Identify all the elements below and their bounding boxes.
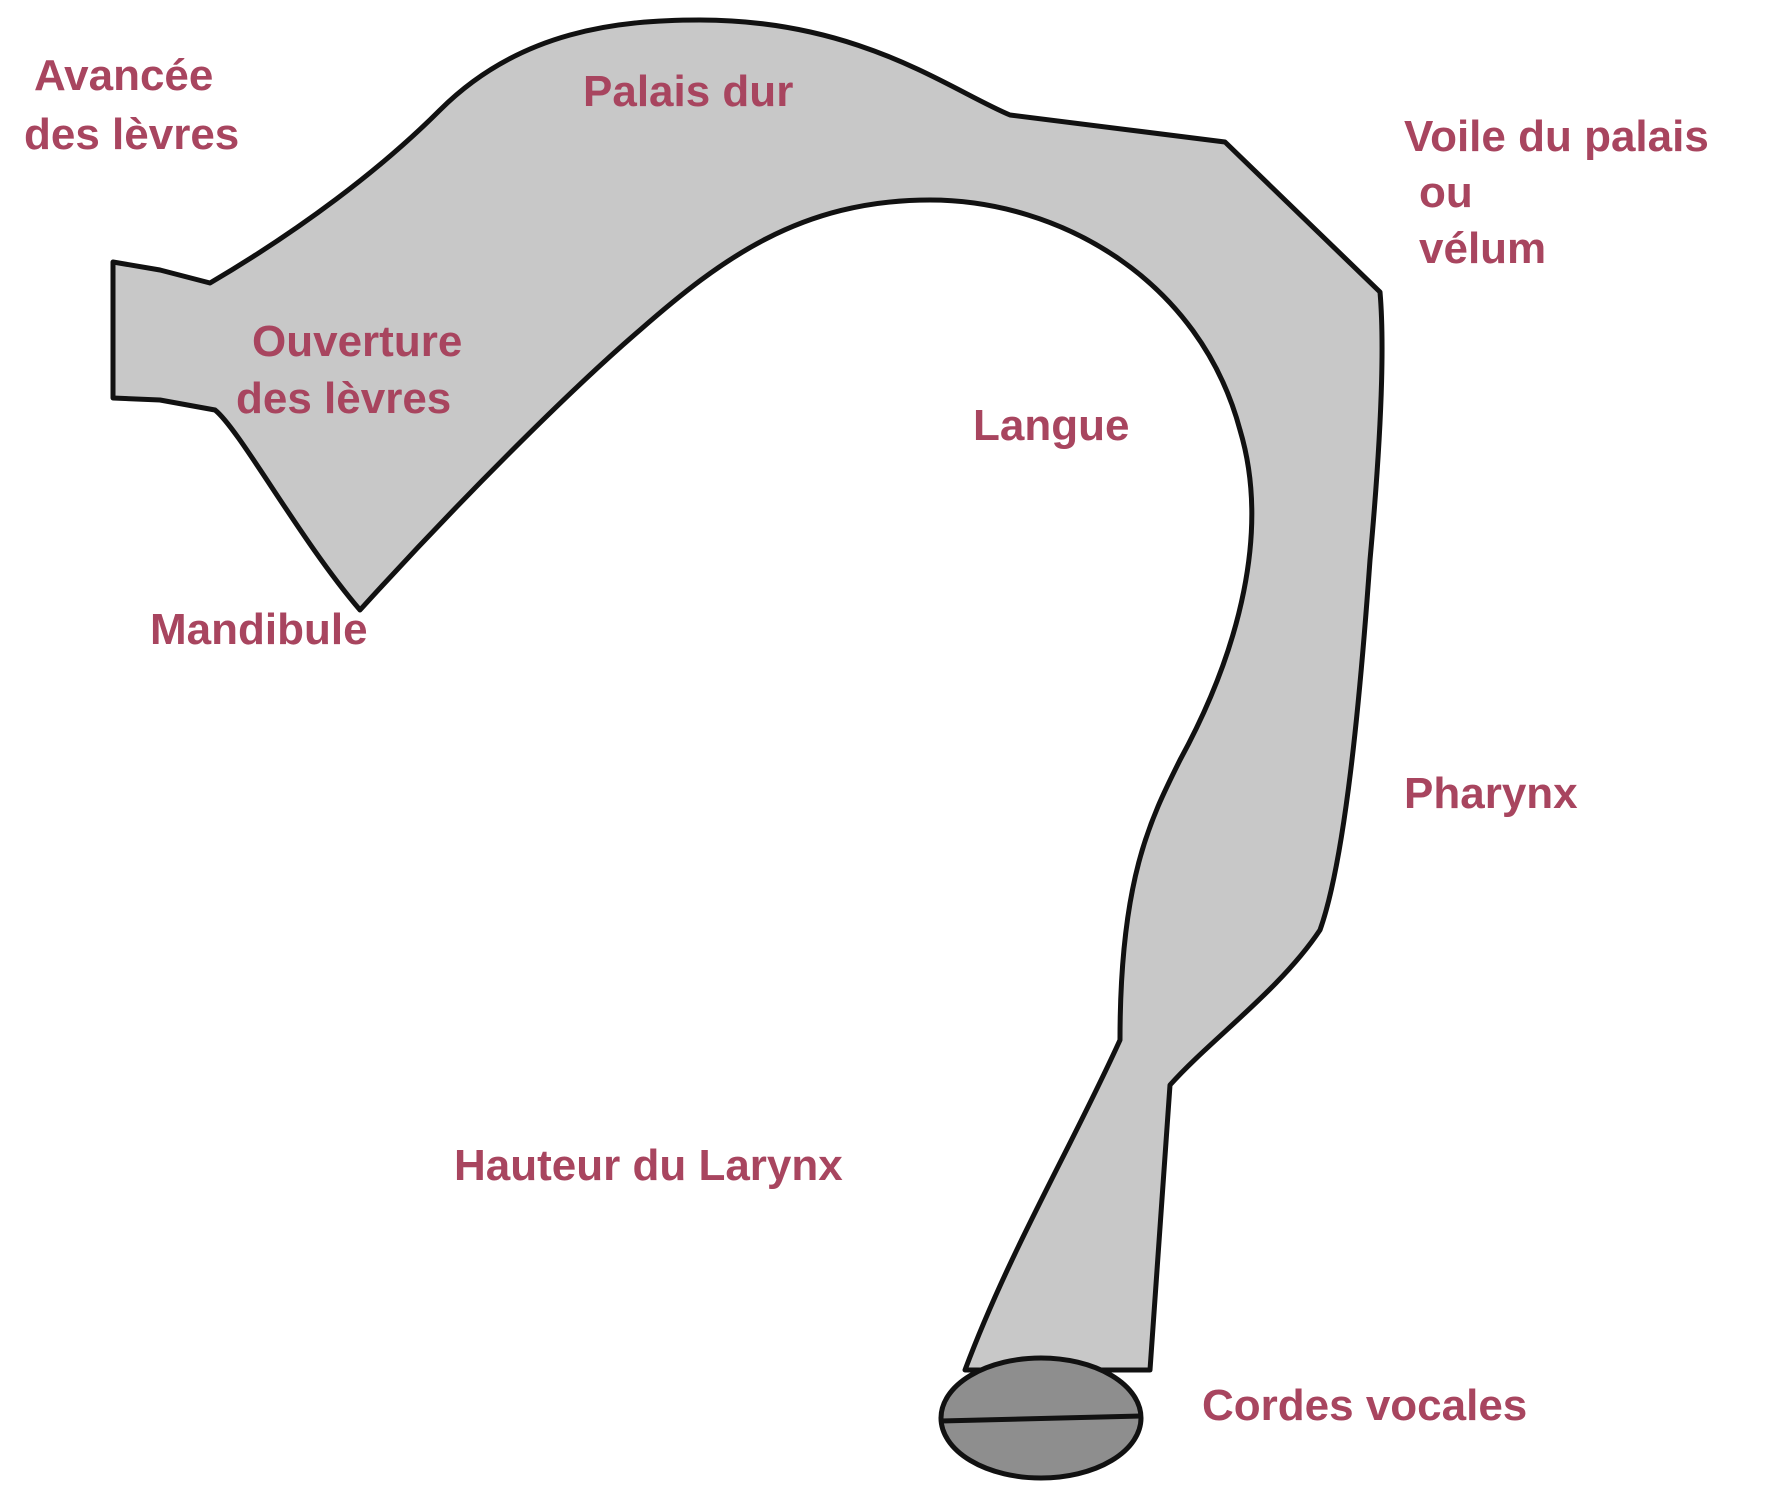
- label-larynx-height: Hauteur du Larynx: [454, 1141, 843, 1190]
- label-lip-protrusion: Avancée des lèvres: [24, 51, 239, 159]
- label-vocal-cords: Cordes vocales: [1202, 1381, 1527, 1430]
- label-pharynx: Pharynx: [1404, 769, 1578, 818]
- label-soft-palate: Voile du palais ou vélum: [1404, 112, 1721, 273]
- label-mandible: Mandibule: [150, 605, 368, 654]
- label-hard-palate: Palais dur: [583, 67, 793, 116]
- label-tongue: Langue: [973, 401, 1129, 450]
